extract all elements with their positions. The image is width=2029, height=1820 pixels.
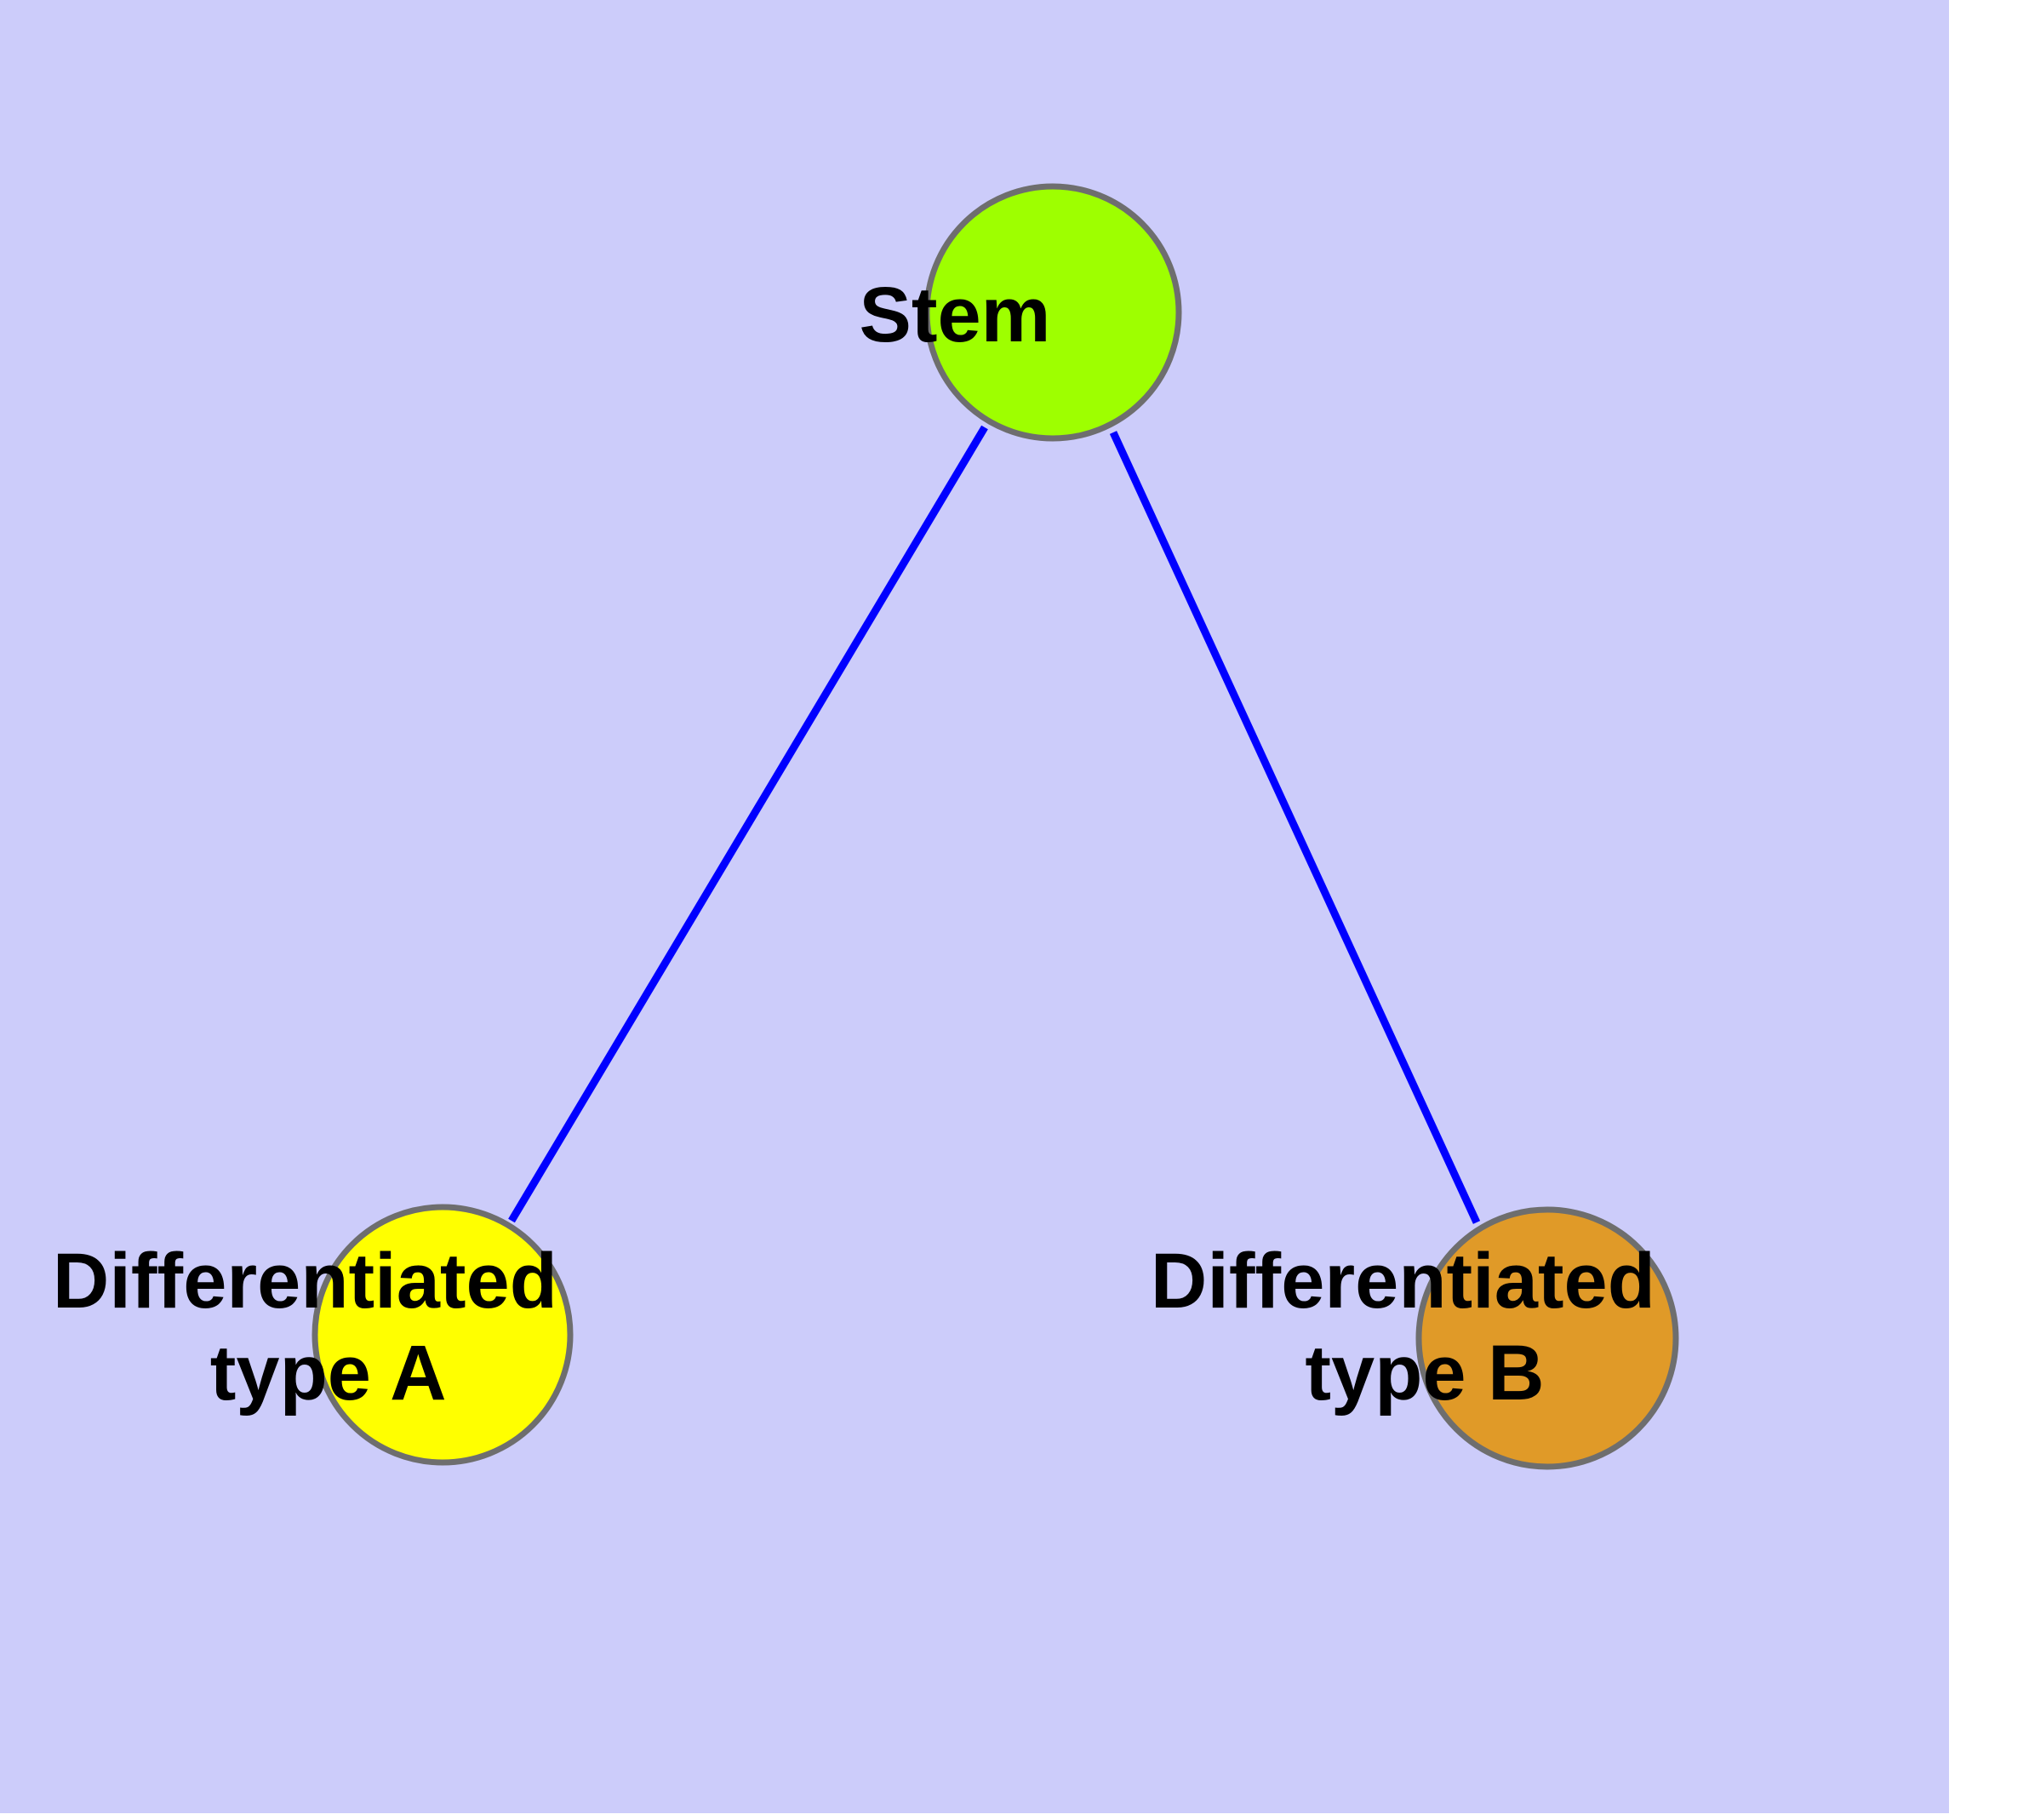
node-diff-a-label-line-0: Differentiated [53, 1238, 557, 1325]
node-diff-a[interactable]: Differentiated type A [53, 1204, 797, 1466]
node-diff-a-circle[interactable] [311, 1204, 574, 1466]
node-diff-b-circle[interactable] [1415, 1206, 1679, 1470]
node-diff-b-label-line-0: Differentiated [1151, 1238, 1655, 1325]
node-diff-a-label: Differentiated type A [53, 1238, 797, 1417]
node-stem-circle[interactable] [923, 183, 1182, 442]
node-stem-label-line-0: Stem [859, 272, 1050, 358]
edges-layer [508, 425, 1481, 1224]
node-diff-b[interactable]: Differentiated type B [1151, 1206, 1895, 1470]
nodes-layer: Stem Differentiated type A Differentiate… [53, 183, 1895, 1470]
edge-stem-to-diff-b[interactable] [1109, 431, 1481, 1224]
node-diff-b-label: Differentiated type B [1151, 1238, 1895, 1417]
node-stem[interactable]: Stem [859, 183, 1246, 442]
edge-stem-to-diff-a[interactable] [508, 425, 988, 1223]
node-diff-b-label-line-1: type B [1305, 1330, 1544, 1417]
node-stem-label: Stem [859, 272, 1246, 358]
node-diff-a-label-line-1: type A [210, 1330, 445, 1417]
